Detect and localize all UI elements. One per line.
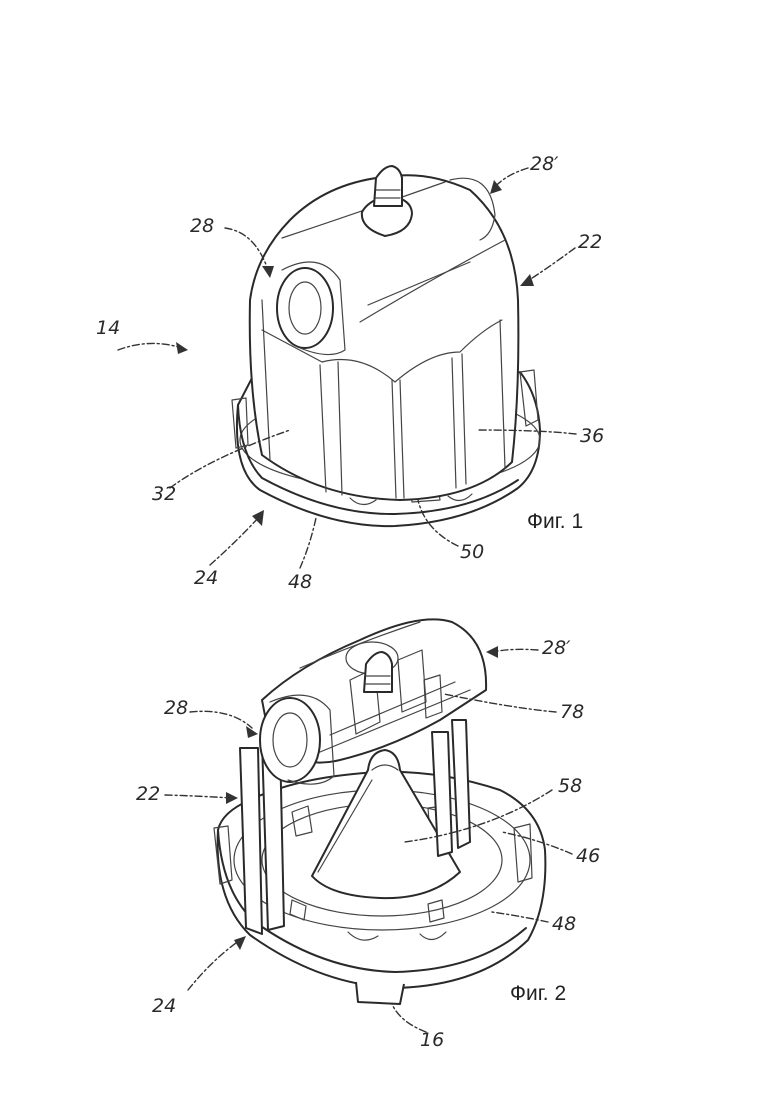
ref-14: 14 [96, 317, 120, 339]
ref-24: 24 [152, 995, 176, 1017]
ref-36: 36 [580, 425, 604, 447]
ref-32: 32 [152, 483, 176, 505]
ref-22: 22 [578, 231, 602, 253]
ref-28: 28 [164, 697, 188, 719]
ref-28-prime: 28′ [530, 153, 559, 175]
ref-28: 28 [190, 215, 214, 237]
ref-24: 24 [194, 567, 218, 589]
ref-58: 58 [558, 775, 582, 797]
ref-22: 22 [136, 783, 160, 805]
figure-2-device [214, 619, 545, 1004]
ref-46: 46 [576, 845, 600, 867]
figure-1-caption: Фиг. 1 [527, 510, 583, 533]
ref-16: 16 [420, 1029, 444, 1051]
ref-78: 78 [560, 701, 584, 723]
figure-2-caption: Фиг. 2 [510, 982, 566, 1005]
ref-48: 48 [552, 913, 576, 935]
ref-28-prime: 28′ [542, 637, 571, 659]
figure-1-device [232, 166, 540, 526]
ref-50: 50 [460, 541, 484, 563]
ref-48: 48 [288, 571, 312, 593]
